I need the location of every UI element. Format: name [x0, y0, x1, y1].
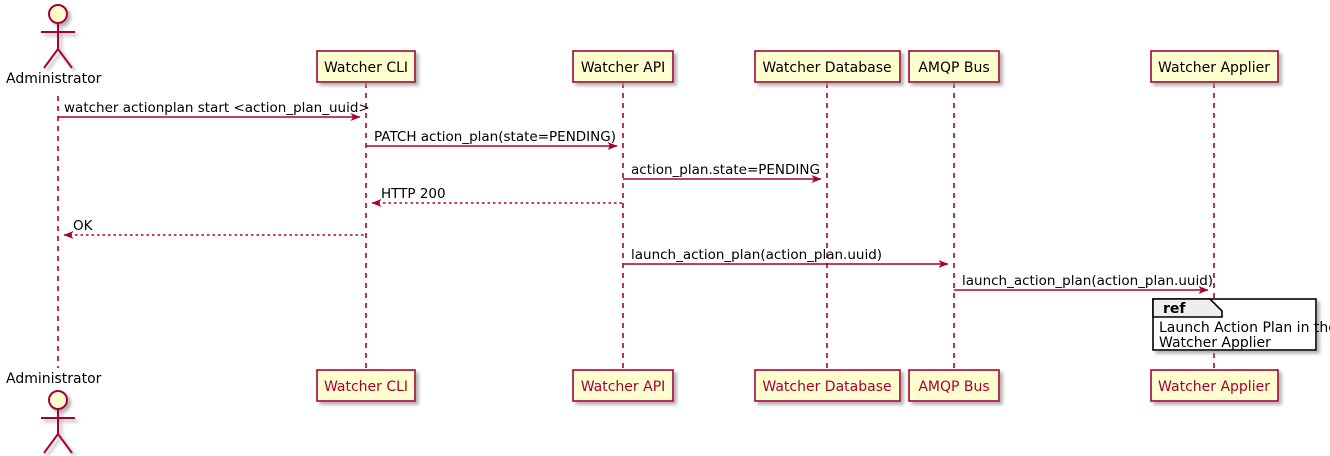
message-5-ok[interactable]: OK: [63, 218, 366, 239]
participant-watcher-applier-bottom-box: [1150, 369, 1279, 402]
ref-fragment-line-1: Launch Action Plan in the: [1159, 320, 1330, 336]
participant-watcher-api-top-box: [572, 50, 674, 83]
ref-fragment-line-2: Watcher Applier: [1159, 335, 1271, 351]
message-7-launch-action-plan-applier[interactable]: launch_action_plan(action_plan.uuid): [954, 273, 1213, 294]
participant-watcher-database-bottom-box: [754, 369, 901, 402]
actor-administrator-top-label: Administrator: [6, 71, 102, 87]
participant-watcher-cli-top[interactable]: Watcher CLI: [316, 50, 416, 83]
ref-fragment-title: ref: [1163, 301, 1186, 317]
message-5-label: OK: [73, 218, 94, 234]
message-6-launch-action-plan-amqp[interactable]: launch_action_plan(action_plan.uuid): [623, 247, 949, 268]
participant-amqp-bus-bottom-label: AMQP Bus: [918, 379, 989, 395]
participant-watcher-applier-top[interactable]: Watcher Applier: [1150, 50, 1279, 83]
participant-boxes-bottom: Watcher CLI Watcher API Watcher Database…: [316, 369, 1279, 402]
message-1-watcher-actionplan-start[interactable]: watcher actionplan start <action_plan_uu…: [58, 100, 370, 121]
participant-watcher-cli-top-box: [316, 50, 416, 83]
message-4-label: HTTP 200: [381, 186, 446, 202]
participant-watcher-cli-bottom-label: Watcher CLI: [324, 379, 408, 395]
participant-amqp-bus-top-box: [908, 50, 1000, 83]
message-4-http-200[interactable]: HTTP 200: [371, 186, 623, 207]
ref-fragment[interactable]: ref Launch Action Plan in the Watcher Ap…: [1152, 298, 1330, 351]
message-3-label: action_plan.state=PENDING: [631, 162, 820, 178]
participant-watcher-applier-top-label: Watcher Applier: [1158, 60, 1270, 76]
actor-administrator-bottom[interactable]: Administrator: [6, 371, 102, 454]
participant-amqp-bus-top[interactable]: AMQP Bus: [908, 50, 1000, 83]
participant-amqp-bus-bottom[interactable]: AMQP Bus: [908, 369, 1000, 402]
message-2-patch-action-plan[interactable]: PATCH action_plan(state=PENDING): [366, 129, 618, 150]
message-1-label: watcher actionplan start <action_plan_uu…: [64, 100, 370, 116]
message-7-label: launch_action_plan(action_plan.uuid): [962, 273, 1213, 289]
participant-watcher-cli-bottom[interactable]: Watcher CLI: [316, 369, 416, 402]
participant-watcher-api-bottom[interactable]: Watcher API: [572, 369, 674, 402]
participant-watcher-applier-bottom-label: Watcher Applier: [1158, 379, 1270, 395]
actor-administrator-bottom-label: Administrator: [6, 371, 102, 387]
participant-watcher-api-top-label: Watcher API: [581, 60, 666, 76]
ref-fragment-box: [1152, 298, 1317, 351]
message-3-action-plan-state-pending[interactable]: action_plan.state=PENDING: [623, 162, 822, 183]
participant-watcher-applier-top-box: [1150, 50, 1279, 83]
participant-watcher-database-bottom-label: Watcher Database: [762, 379, 891, 395]
participant-amqp-bus-top-label: AMQP Bus: [918, 60, 989, 76]
actor-administrator-top-figure: [41, 4, 75, 69]
participant-watcher-api-bottom-box: [572, 369, 674, 402]
participant-watcher-database-top-label: Watcher Database: [762, 60, 891, 76]
participant-watcher-database-bottom[interactable]: Watcher Database: [754, 369, 901, 402]
ref-fragment-tab: [1152, 298, 1223, 318]
participant-watcher-database-top-box: [754, 50, 901, 83]
participant-watcher-api-bottom-label: Watcher API: [581, 379, 666, 395]
participant-watcher-api-top[interactable]: Watcher API: [572, 50, 674, 83]
participant-boxes-top: Watcher CLI Watcher API Watcher Database…: [316, 50, 1279, 83]
message-6-label: launch_action_plan(action_plan.uuid): [631, 247, 882, 263]
actor-administrator-top[interactable]: Administrator: [6, 4, 102, 87]
actor-administrator-bottom-figure: [41, 390, 75, 454]
participant-amqp-bus-bottom-box: [908, 369, 1000, 402]
participant-watcher-cli-top-label: Watcher CLI: [324, 60, 408, 76]
message-2-label: PATCH action_plan(state=PENDING): [374, 129, 616, 145]
participant-watcher-applier-bottom[interactable]: Watcher Applier: [1150, 369, 1279, 402]
lifelines-group: [57, 83, 1215, 370]
participant-watcher-database-top[interactable]: Watcher Database: [754, 50, 901, 83]
participant-watcher-cli-bottom-box: [316, 369, 416, 402]
